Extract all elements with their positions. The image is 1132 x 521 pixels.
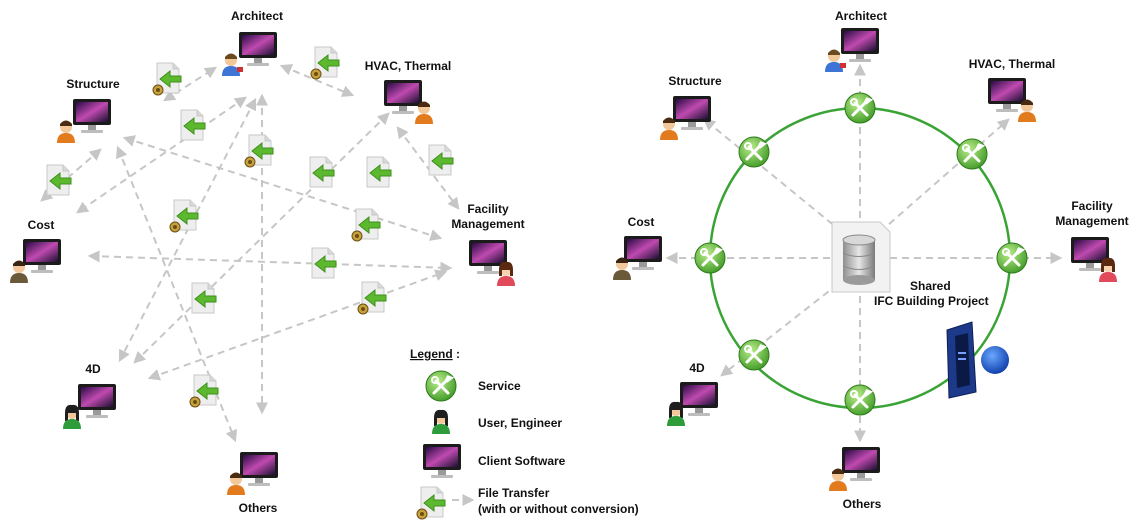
user-icon xyxy=(432,409,450,434)
computer-icon xyxy=(841,28,879,62)
computer-icon xyxy=(423,444,461,478)
node-label: Facility xyxy=(467,202,509,216)
computer-icon xyxy=(988,78,1026,112)
computer-icon xyxy=(73,99,111,133)
file-transfer-icon xyxy=(311,47,339,79)
file-transfer-icon xyxy=(428,144,454,176)
file-transfer-icon xyxy=(417,487,445,519)
node-structure: Structure xyxy=(57,77,120,143)
computer-icon xyxy=(239,32,277,66)
file-transfer-icon xyxy=(170,200,198,232)
database-icon xyxy=(842,234,876,285)
file-transfer-icon xyxy=(153,63,181,95)
file-transfer-icon xyxy=(311,247,337,279)
left-diagram: Architect Structure HVAC, Thermal Cost F… xyxy=(10,9,525,515)
node-label: Management xyxy=(1055,214,1128,228)
computer-icon xyxy=(23,239,61,273)
file-transfer-icon xyxy=(358,282,386,314)
node-others: Others xyxy=(227,452,278,515)
server-icon xyxy=(946,321,1009,399)
user-icon xyxy=(1099,257,1117,282)
node-label: Others xyxy=(239,501,278,515)
node-label: 4D xyxy=(689,361,705,375)
node-label: Cost xyxy=(28,218,55,232)
service-icon xyxy=(737,135,771,169)
node-hvac: HVAC, Thermal xyxy=(365,59,451,124)
service-icon xyxy=(843,91,877,125)
file-transfer-icon xyxy=(352,209,380,241)
node-label: Architect xyxy=(835,9,887,23)
right-node-4d: 4D xyxy=(667,361,718,426)
legend-user-label: User, Engineer xyxy=(478,416,562,430)
computer-icon xyxy=(680,382,718,416)
file-transfer-icon xyxy=(366,156,392,188)
node-label: Structure xyxy=(66,77,120,91)
file-transfer-icon xyxy=(191,282,217,314)
service-icon xyxy=(737,338,771,372)
service-icon xyxy=(424,369,458,403)
user-icon xyxy=(497,261,515,286)
legend-title: Legend : xyxy=(410,347,460,361)
legend-file-label: File Transfer xyxy=(478,486,550,500)
service-icon xyxy=(995,241,1029,275)
right-node-hvac: HVAC, Thermal xyxy=(969,57,1055,122)
file-transfer-icon xyxy=(46,164,72,196)
service-icon xyxy=(955,137,989,171)
node-label: Cost xyxy=(628,215,655,229)
computer-icon xyxy=(78,384,116,418)
legend: Legend : Service User, Engineer Client S… xyxy=(410,347,639,519)
node-label: Management xyxy=(451,217,524,231)
node-4d: 4D xyxy=(63,362,116,429)
user-icon xyxy=(63,404,81,429)
computer-icon xyxy=(624,236,662,270)
right-node-others: Others xyxy=(829,447,882,511)
user-icon xyxy=(57,120,75,143)
right-node-facility-management: Facility Management xyxy=(1055,199,1129,282)
node-facility-management: Facility Management xyxy=(451,202,525,286)
service-icon xyxy=(843,383,877,417)
legend-file-sublabel: (with or without conversion) xyxy=(478,502,639,516)
node-label: Facility xyxy=(1071,199,1113,213)
node-architect: Architect xyxy=(222,9,283,76)
file-transfer-icon xyxy=(245,135,273,167)
legend-client-label: Client Software xyxy=(478,454,566,468)
node-label: HVAC, Thermal xyxy=(969,57,1055,71)
node-label: HVAC, Thermal xyxy=(365,59,451,73)
node-label: Structure xyxy=(668,74,722,88)
node-cost: Cost xyxy=(10,218,61,283)
shared-ifc-project: Shared IFC Building Project xyxy=(831,221,989,308)
node-label: Architect xyxy=(231,9,283,23)
computer-icon xyxy=(842,447,880,481)
file-transfer-icon xyxy=(190,375,218,407)
right-diagram: Shared IFC Building Project Architect St… xyxy=(613,9,1129,511)
right-node-architect: Architect xyxy=(825,9,887,72)
computer-icon xyxy=(384,80,422,114)
legend-service-label: Service xyxy=(478,379,521,393)
node-label: Others xyxy=(843,497,882,511)
center-label-line1: Shared xyxy=(910,279,951,293)
right-node-cost: Cost xyxy=(613,215,662,280)
node-label: 4D xyxy=(85,362,101,376)
file-transfer-icon xyxy=(180,109,206,141)
computer-icon xyxy=(240,452,278,486)
center-label-line2: IFC Building Project xyxy=(874,294,989,308)
right-node-structure: Structure xyxy=(660,74,722,140)
file-transfer-icon xyxy=(309,156,335,188)
user-icon xyxy=(667,401,685,426)
service-icon xyxy=(693,241,727,275)
computer-icon xyxy=(673,96,711,130)
